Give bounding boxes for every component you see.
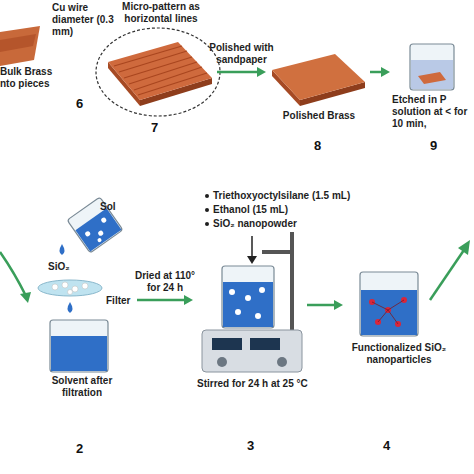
step-caption: SiO₂ nanopowder: [213, 218, 297, 230]
step-number: 8: [314, 140, 321, 152]
brass-pieces: [0, 26, 40, 66]
bullet: [205, 222, 209, 226]
flow-arrow: [217, 67, 266, 77]
links: [372, 300, 404, 324]
flow-arrow: [307, 300, 343, 310]
step-number: 4: [383, 440, 390, 452]
stirrer-plate: [202, 330, 302, 372]
arrow-line: [370, 71, 382, 74]
step-caption: Etched in P solution at < for 10 min,: [392, 94, 474, 130]
arrow-head: [334, 300, 343, 310]
solvent: [51, 336, 107, 371]
bullet: [205, 208, 209, 212]
flow-arrow: [370, 67, 390, 77]
step-caption: Triethoxyoctylsilane (1.5 mL): [213, 190, 350, 202]
step-number: 7: [151, 122, 158, 134]
flow-arrow: [137, 295, 193, 305]
partial-arrow-head: [458, 240, 470, 255]
arrow-head: [257, 67, 266, 77]
clamp: [262, 250, 294, 254]
display: [250, 338, 280, 350]
bullet: [205, 194, 209, 198]
step-caption: Micro-pattern as horizontal lines: [120, 1, 202, 25]
silica-particles: [52, 282, 88, 295]
beaker: [360, 272, 418, 336]
knob: [277, 357, 287, 367]
step-number: 3: [247, 440, 254, 452]
arrow-head: [381, 67, 390, 77]
micro-lines: [114, 46, 207, 95]
add-arrow-head: [247, 256, 257, 264]
partial-arrow: [430, 250, 464, 300]
step-caption: Polished Brass: [280, 110, 358, 122]
dispersion: [361, 290, 417, 335]
process-step: Etched in P solution at < for 10 min, 9: [392, 30, 474, 162]
arrow-line: [217, 71, 258, 74]
arrow-line: [307, 304, 335, 307]
etchant: [411, 60, 453, 89]
process-step: SolSiO₂ FilterSolvent after filtration 2: [28, 195, 135, 467]
step-caption: Functionalized SiO₂ nanoparticles: [347, 342, 451, 366]
step-caption: Ethanol (15 mL): [213, 204, 288, 216]
step-number: 6: [76, 98, 83, 110]
filter-paper: [38, 280, 102, 296]
polished-plate: [272, 54, 365, 100]
mixture: [223, 282, 273, 327]
stand-rod: [290, 232, 294, 332]
beaker: [222, 266, 274, 328]
process-step: Polished Brass 8: [268, 40, 368, 162]
partial-arrow-head: [20, 292, 31, 303]
step-caption: Stirred for 24 h at 25 °C: [197, 378, 308, 390]
silica-particles: [229, 287, 265, 319]
annotation: Cu wire diameter (0.3 mm): [52, 2, 122, 38]
functionalized-particles: [369, 297, 407, 327]
dashed-circle: [96, 28, 220, 116]
arrow-line: [137, 299, 185, 302]
step-caption: Solvent after filtration: [36, 375, 128, 399]
sol-beaker: [67, 197, 123, 253]
patterned-plate: [108, 42, 212, 100]
arrow-label: Dried at 110° for 24 h: [129, 270, 201, 294]
process-step: Triethoxyoctylsilane (1.5 mL)Ethanol (15…: [195, 190, 305, 467]
step-number: 2: [76, 443, 83, 455]
step-number: 9: [430, 140, 437, 152]
beaker: [50, 320, 108, 372]
step-caption: SiO₂: [48, 261, 70, 273]
display: [212, 338, 242, 350]
step-caption: Sol: [100, 201, 116, 213]
arrow-head: [184, 295, 193, 305]
brass-piece-shade: [0, 34, 36, 52]
brass-in-beaker: [418, 72, 446, 84]
partial-arrow: [0, 252, 26, 296]
drop: [68, 302, 73, 313]
add-arrow: [251, 236, 253, 258]
arrow-label: Polished with sandpaper: [206, 42, 278, 66]
step-caption: Bulk Brass nto pieces: [0, 66, 58, 90]
beaker: [410, 44, 454, 90]
step-caption: Filter: [106, 295, 130, 307]
process-step: Functionalized SiO₂ nanoparticles 4: [345, 260, 455, 467]
drop: [60, 244, 65, 255]
knob: [217, 357, 227, 367]
